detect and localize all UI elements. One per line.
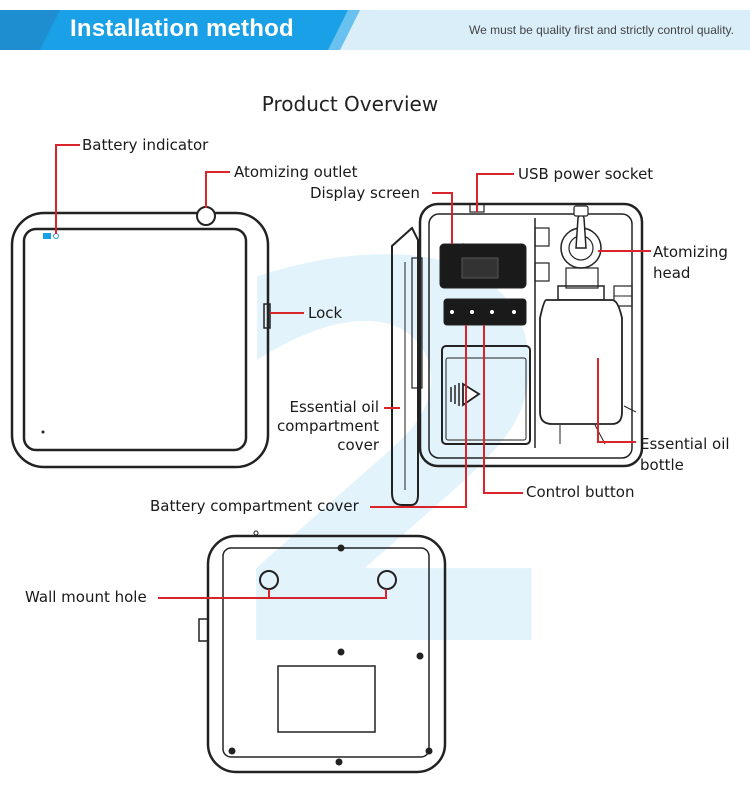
label-essential-oil-bottle-line1: Essential oil	[640, 435, 730, 453]
leader-battery-indicator	[55, 144, 80, 234]
label-control-button: Control button	[526, 483, 635, 501]
leader-display-screen	[432, 192, 453, 244]
leader-atomizing-outlet	[205, 171, 230, 208]
leader-lines	[55, 144, 651, 599]
label-lock: Lock	[308, 304, 343, 322]
back-device	[198, 530, 447, 774]
front-device	[10, 206, 271, 469]
label-atomizing-head-line1: Atomizing	[653, 243, 728, 261]
leader-essential-oil-bottle	[597, 358, 636, 443]
banner-tagline: We must be quality first and strictly co…	[469, 23, 734, 37]
banner-background	[0, 10, 750, 50]
label-essential-oil-cover-line2: compartment	[276, 417, 379, 435]
label-usb-power-socket: USB power socket	[518, 165, 654, 183]
leader-usb-power-socket	[476, 173, 514, 212]
label-atomizing-head-line2: head	[653, 264, 691, 282]
label-wall-mount-hole: Wall mount hole	[25, 588, 147, 606]
header-banner	[0, 10, 750, 50]
label-atomizing-outlet: Atomizing outlet	[234, 163, 358, 181]
page-title: Installation method	[70, 15, 294, 42]
leader-control-button	[483, 325, 523, 494]
label-essential-oil-cover-line1: Essential oil	[289, 398, 379, 416]
label-battery-compartment-cover: Battery compartment cover	[150, 497, 359, 515]
label-essential-oil-bottle-line2: bottle	[640, 456, 684, 474]
leader-battery-compartment-cover	[370, 325, 467, 508]
open-device	[391, 202, 644, 506]
label-essential-oil-cover-line3: cover	[337, 436, 379, 454]
diagram-title: Product Overview	[261, 92, 439, 116]
leader-wall-mount-hole	[158, 589, 387, 599]
label-display-screen: Display screen	[310, 184, 420, 202]
label-battery-indicator: Battery indicator	[82, 136, 209, 154]
